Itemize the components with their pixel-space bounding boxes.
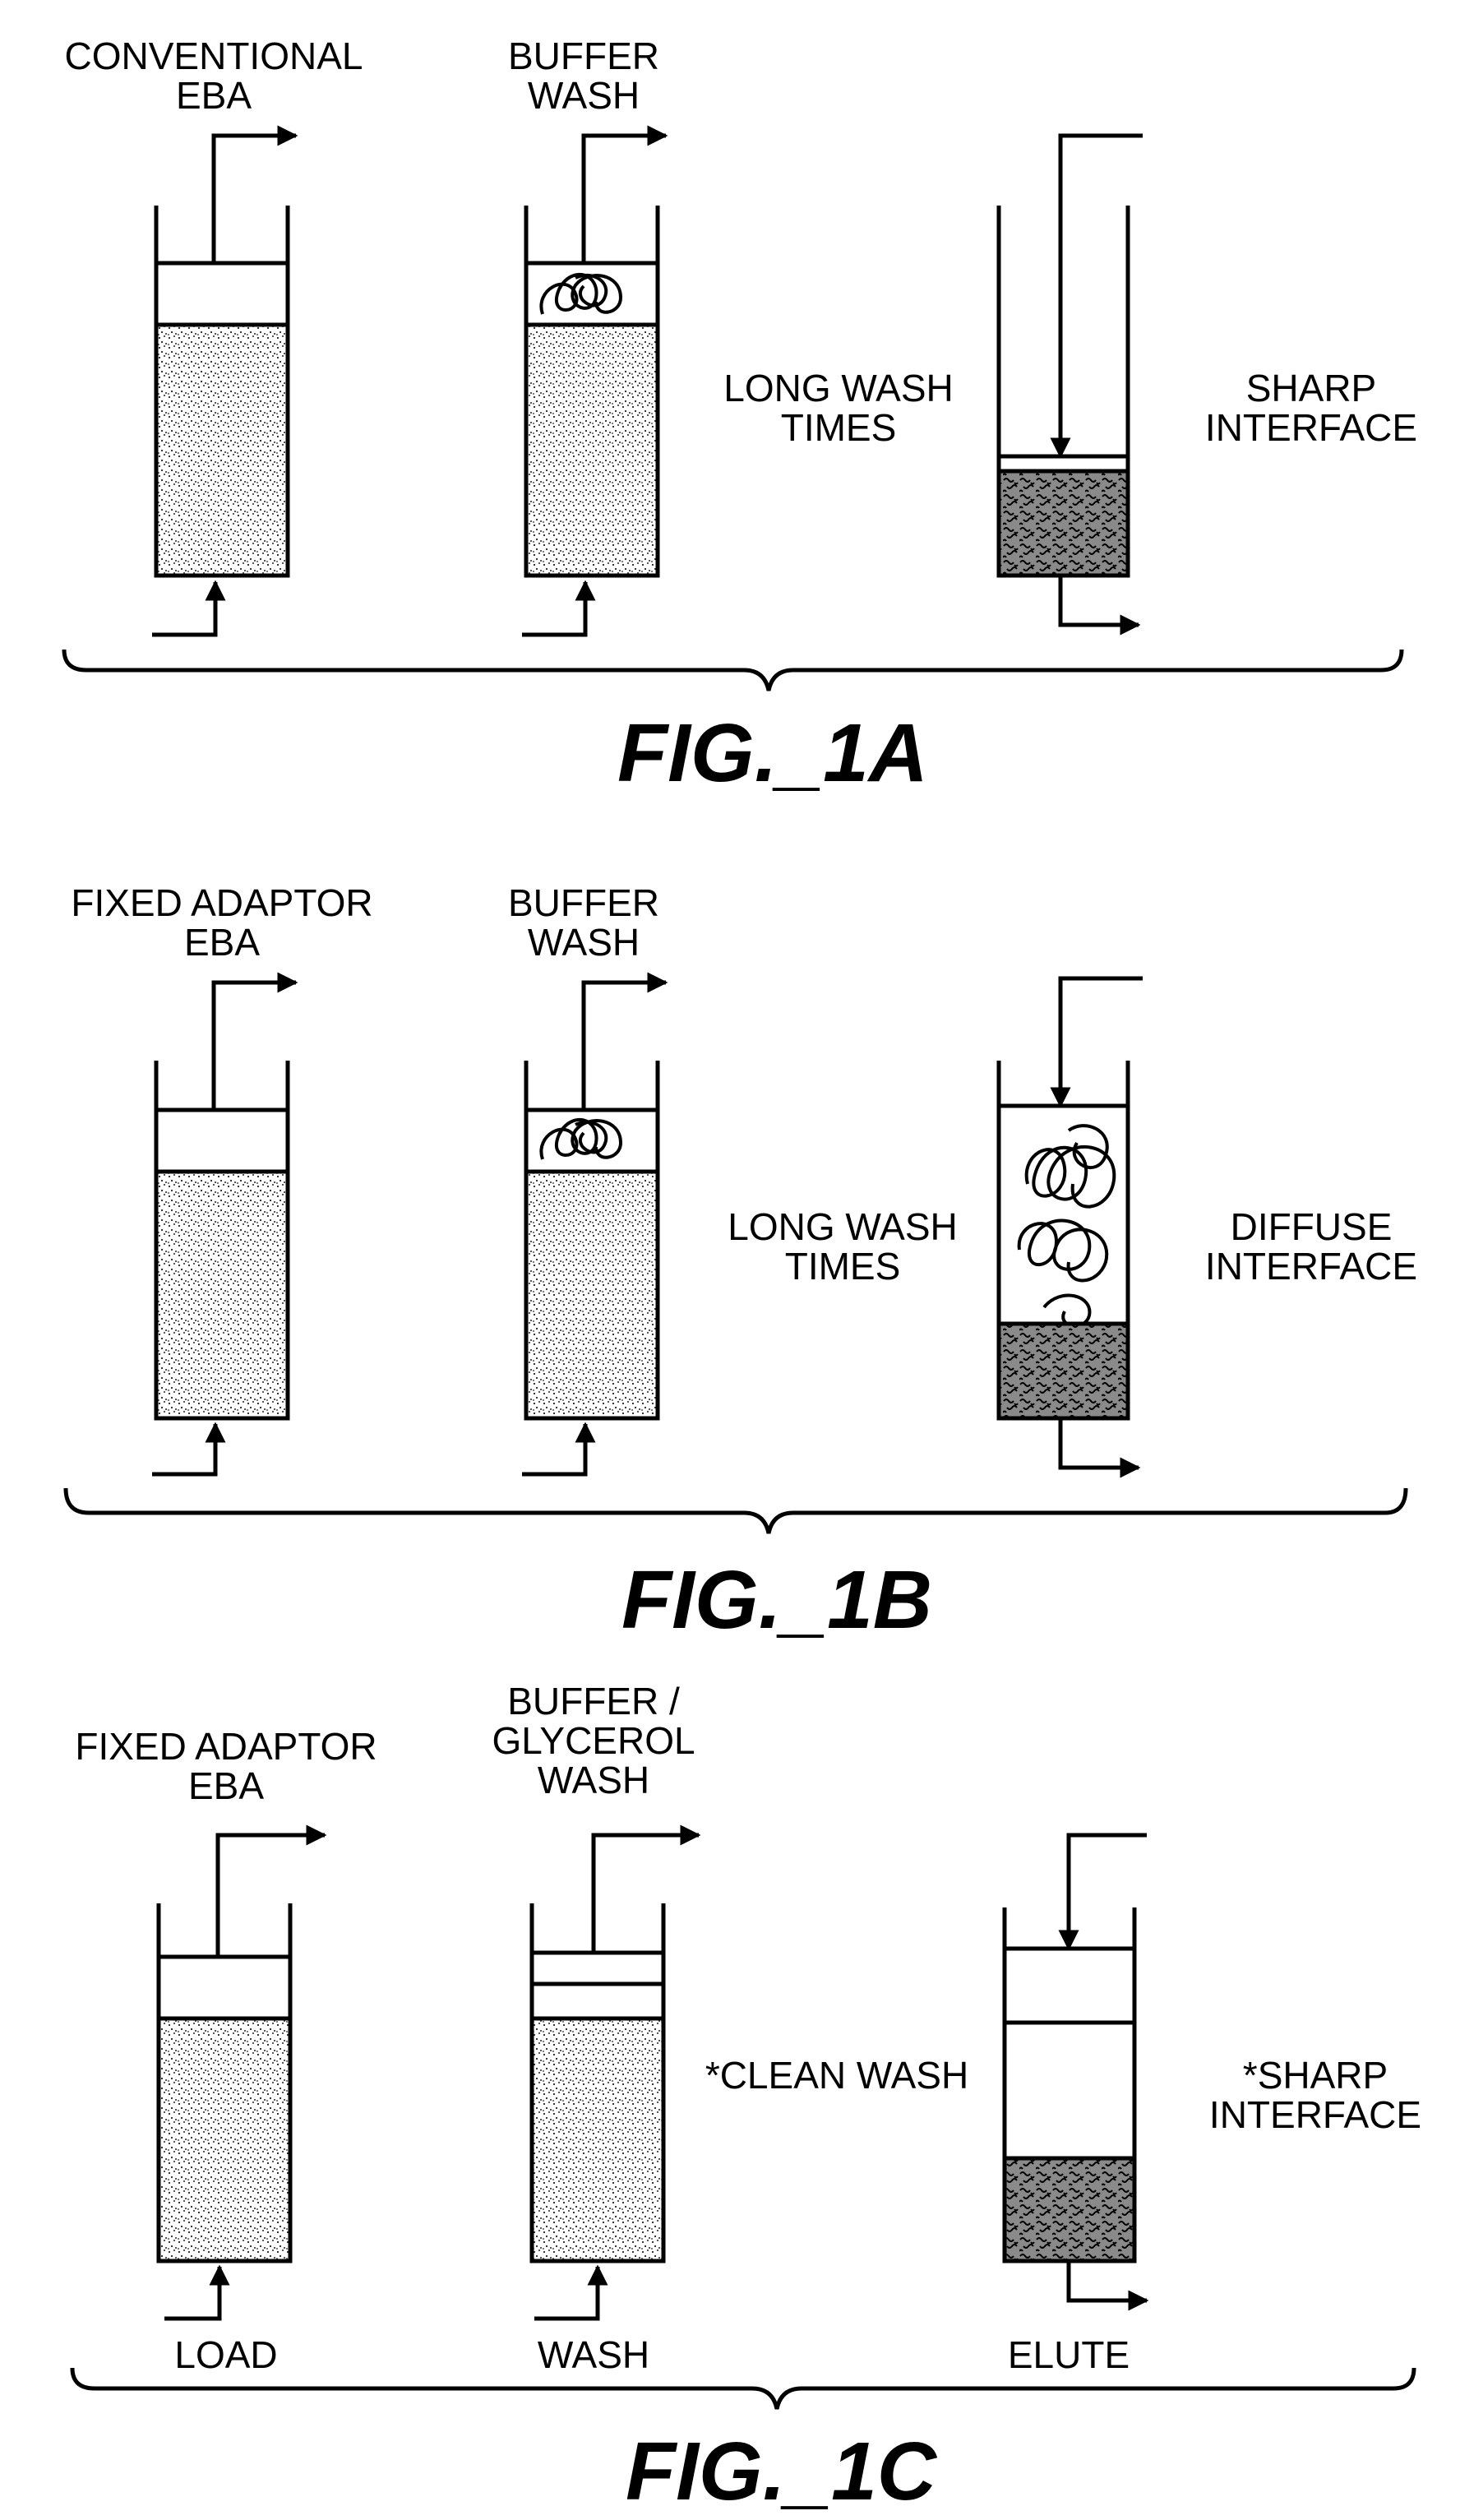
stage-note: LONG WASH	[728, 1205, 957, 1248]
column-elution	[1002, 1833, 1149, 2311]
stage-label: BUFFER	[508, 881, 659, 924]
stage-label: BUFFER /	[507, 1680, 680, 1722]
stage-label: EBA	[184, 921, 260, 964]
stage-label: CONVENTIONAL	[65, 35, 363, 77]
figure-caption: FIG._1A	[617, 707, 928, 799]
figure-1a: CONVENTIONAL EBA BUFFER WASH LONG WASH T…	[62, 35, 1417, 799]
figure-1b: FIXED ADAPTOR EBA BUFFER WASH LONG WASH …	[63, 881, 1417, 1646]
stage-label: GLYCEROL	[492, 1719, 695, 1762]
stage-note: TIMES	[785, 1245, 901, 1288]
step-label: LOAD	[174, 2333, 277, 2376]
grouping-brace	[63, 1487, 1408, 1534]
column-elution	[996, 133, 1143, 636]
figure-caption: FIG._1C	[626, 2425, 938, 2518]
stage-label: FIXED ADAPTOR	[75, 1725, 377, 1768]
stage-note: *CLEAN WASH	[705, 2054, 968, 2097]
column-elution	[996, 976, 1143, 1478]
column-conventional-eba	[152, 125, 298, 637]
grouping-brace	[70, 2367, 1416, 2410]
stage-note: INTERFACE	[1205, 1245, 1417, 1288]
column-buffer-wash	[522, 125, 668, 637]
stage-note: DIFFUSE	[1231, 1205, 1393, 1248]
stage-label: EBA	[188, 1764, 264, 1807]
column-fixed-adaptor-eba	[156, 1824, 327, 2321]
stage-label: FIXED ADAPTOR	[71, 881, 372, 924]
stage-note: INTERFACE	[1209, 2093, 1421, 2136]
stage-note: LONG WASH	[723, 367, 953, 409]
step-label: ELUTE	[1008, 2333, 1130, 2376]
figure-1c: FIXED ADAPTOR EBA LOAD BUFFER / GLYCEROL…	[70, 1680, 1421, 2518]
column-fixed-adaptor-eba	[152, 972, 298, 1477]
stage-note: *SHARP	[1243, 2054, 1388, 2097]
stage-note: INTERFACE	[1205, 406, 1417, 449]
stage-label: WASH	[528, 74, 640, 117]
stage-note: TIMES	[781, 406, 897, 449]
column-buffer-wash	[522, 972, 668, 1477]
stage-note: SHARP	[1246, 367, 1376, 409]
stage-label: EBA	[176, 74, 252, 117]
stage-label: WASH	[538, 1759, 649, 1801]
grouping-brace	[62, 649, 1404, 691]
column-glycerol-wash	[529, 1824, 701, 2321]
stage-label: WASH	[528, 921, 640, 964]
stage-label: BUFFER	[508, 35, 659, 77]
step-label: WASH	[538, 2333, 649, 2376]
figure-caption: FIG._1B	[621, 1554, 932, 1646]
